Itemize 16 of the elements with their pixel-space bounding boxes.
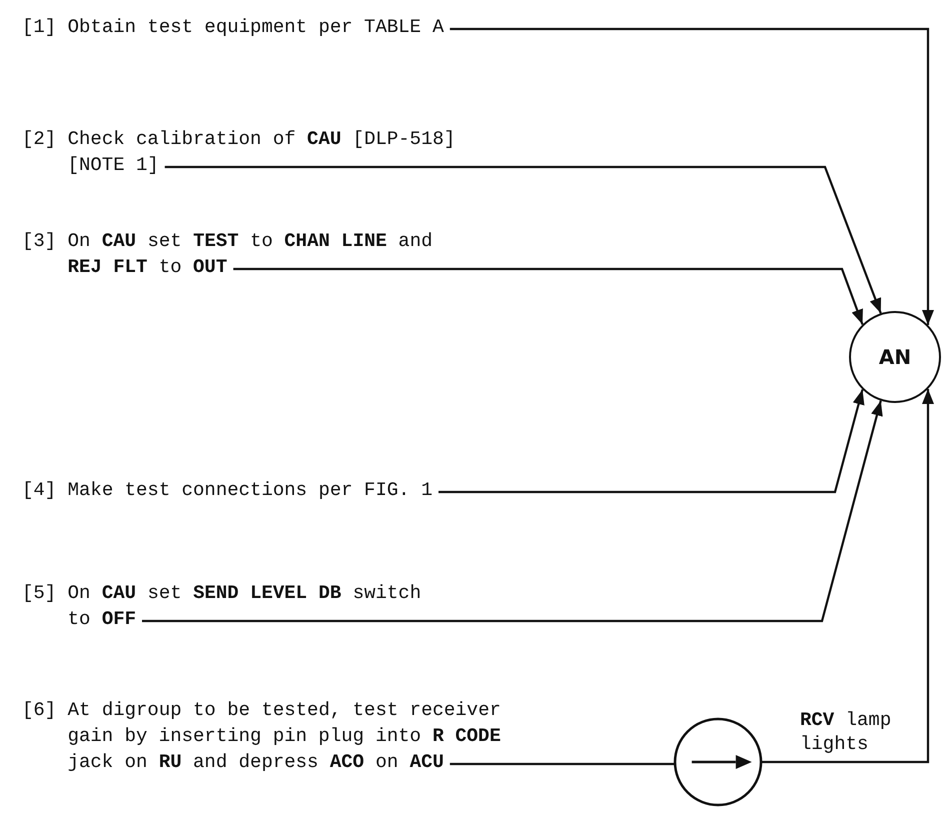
step-text: [3] On CAU set TEST to CHAN LINE and REJ FLT to OUT xyxy=(22,228,456,280)
arrow xyxy=(142,400,883,622)
step-text: [6] At digroup to be tested, test receiver gain by inserting pin plug into R CODE jack on RU and depress ACO on ACU xyxy=(22,697,512,775)
arrow xyxy=(164,166,882,314)
connector-line xyxy=(450,762,674,766)
circle-label: AN xyxy=(878,345,912,369)
step-text: [5] On CAU set SEND LEVEL DB switch to OFF xyxy=(22,580,432,632)
arrow xyxy=(233,268,864,325)
arrow xyxy=(438,389,864,494)
lamp-symbol xyxy=(672,716,764,808)
arrow xyxy=(762,389,934,764)
step-text: [4] Make test connections per FIG. 1 xyxy=(22,477,581,503)
step-text: [1] Obtain test equipment per TABLE A xyxy=(22,14,581,40)
lamp-caption: RCV lamp lights xyxy=(800,708,892,756)
step-text: [2] Check calibration of CAU [DLP-518] [NOTE 1] xyxy=(22,126,467,178)
arrow xyxy=(450,28,934,325)
